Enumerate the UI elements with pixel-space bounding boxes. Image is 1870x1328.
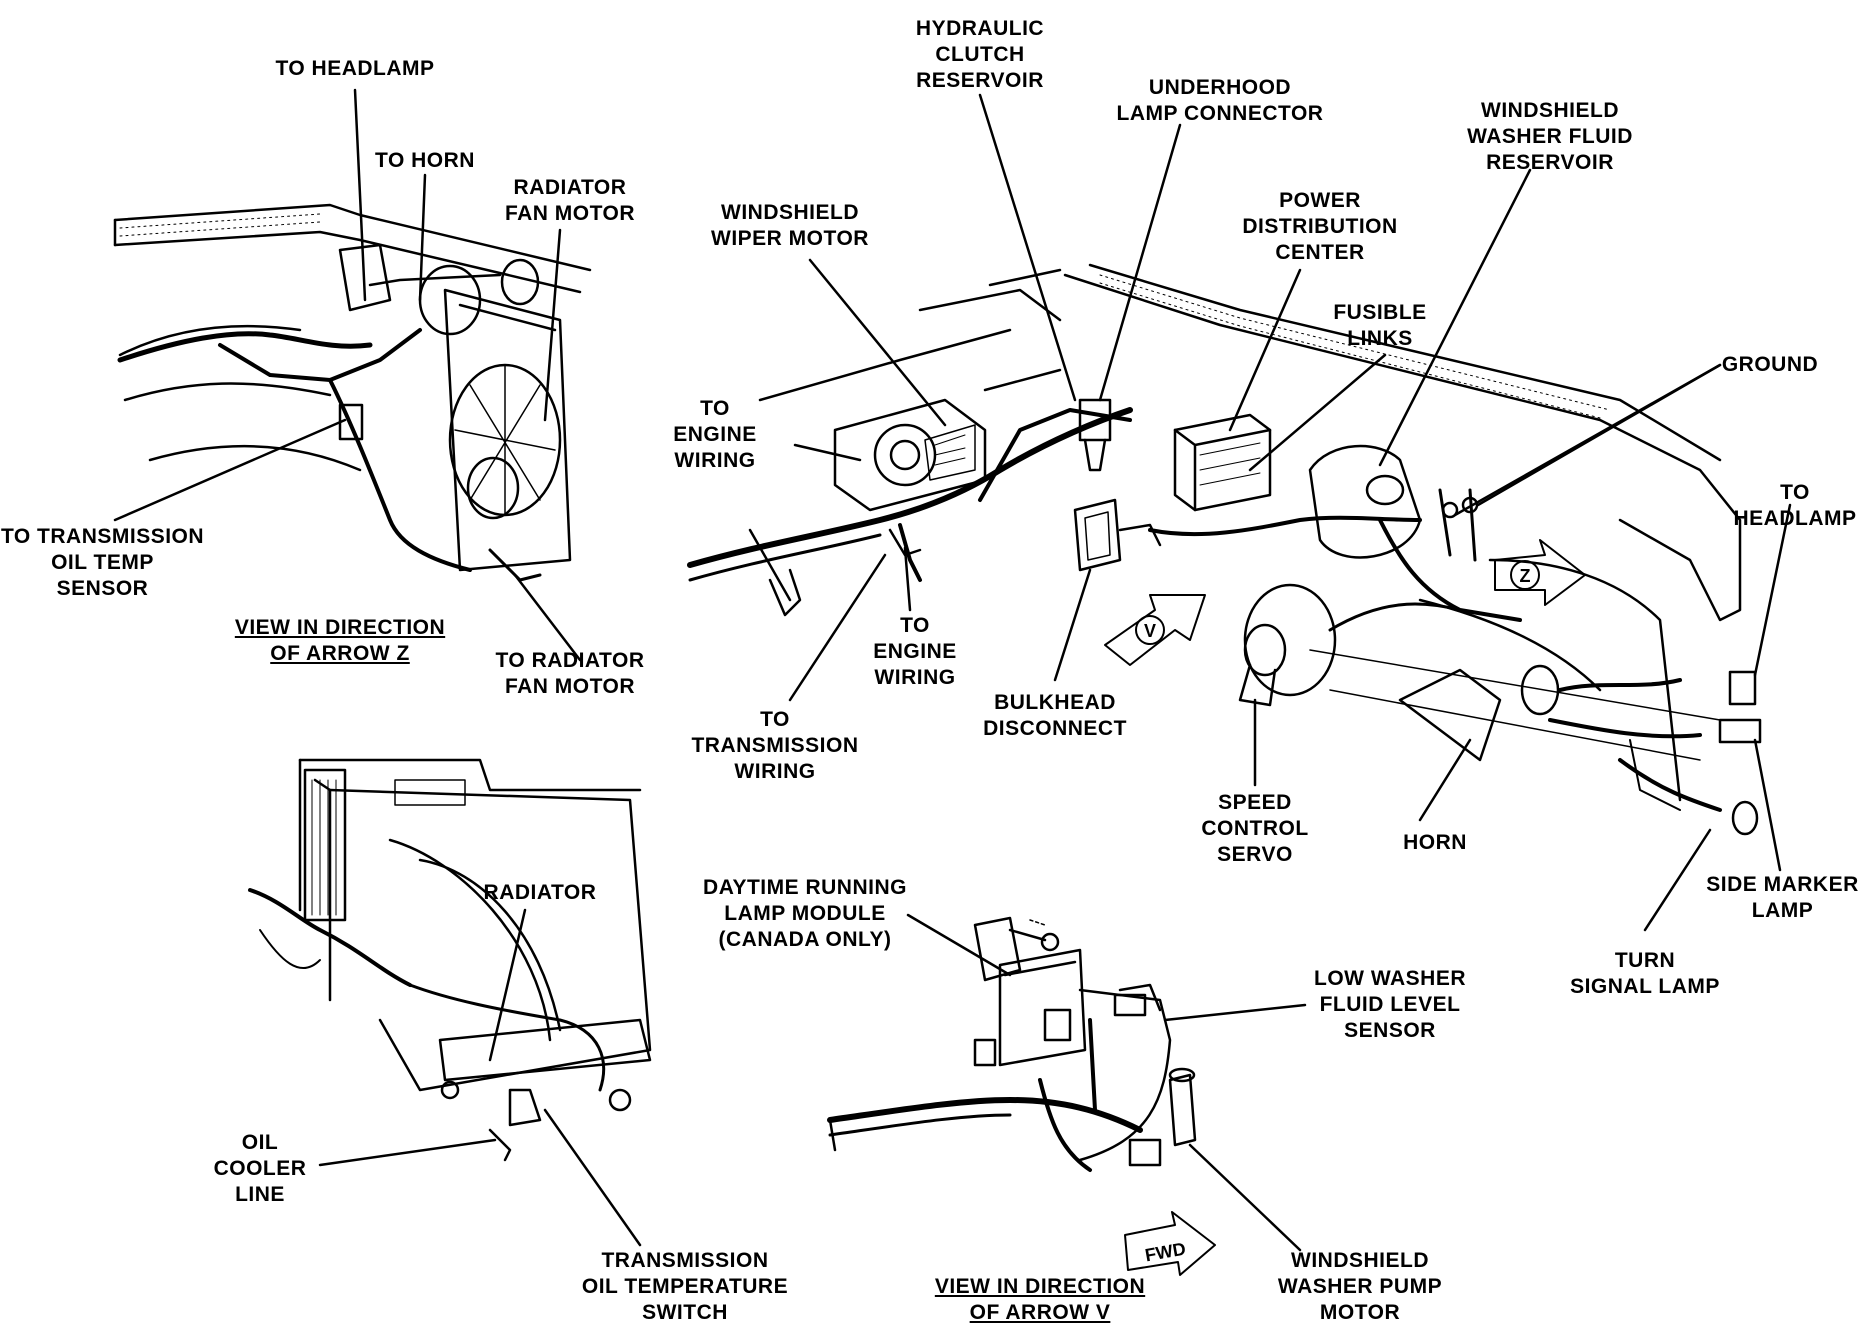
label-side-marker-lamp: SIDE MARKER LAMP bbox=[1706, 873, 1859, 922]
detail-view-v bbox=[827, 916, 1197, 1172]
label-underhood-lamp-connector: UNDERHOOD LAMP CONNECTOR bbox=[1116, 76, 1324, 125]
label-transmission-oil-temperature-switch: TRANSMISSION OIL TEMPERATURE SWITCH bbox=[581, 1249, 789, 1324]
leader-lines-view-v bbox=[906, 913, 1307, 1252]
detail-view-z bbox=[113, 203, 592, 582]
label-to-horn: TO HORN bbox=[375, 149, 475, 172]
label-to-transmission-wiring: TO TRANSMISSION WIRING bbox=[691, 708, 859, 783]
label-speed-control-servo: SPEED CONTROL SERVO bbox=[1201, 791, 1309, 866]
label-to-radiator-fan-motor: TO RADIATOR FAN MOTOR bbox=[495, 649, 645, 698]
label-view-in-direction-arrow-z: VIEW IN DIRECTION OF ARROW Z bbox=[234, 616, 446, 665]
label-view-in-direction-arrow-v: VIEW IN DIRECTION OF ARROW V bbox=[934, 1275, 1146, 1324]
label-oil-cooler-line: OIL COOLER LINE bbox=[213, 1131, 307, 1206]
arrow-z-letter: Z bbox=[1520, 566, 1531, 586]
label-fusible-links: FUSIBLE LINKS bbox=[1333, 301, 1427, 350]
label-hydraulic-clutch-reservoir: HYDRAULIC CLUTCH RESERVOIR bbox=[915, 17, 1045, 92]
label-to-transmission-oil-temp-sensor: TO TRANSMISSION OIL TEMP SENSOR bbox=[0, 525, 205, 600]
label-windshield-wiper-motor: WINDSHIELD WIPER MOTOR bbox=[711, 201, 869, 250]
label-radiator: RADIATOR bbox=[483, 881, 597, 904]
leader-lines-main bbox=[748, 93, 1792, 932]
label-to-engine-wiring-center: TO ENGINE WIRING bbox=[873, 614, 957, 689]
detail-radiator bbox=[248, 758, 652, 1162]
direction-arrows bbox=[1104, 539, 1586, 1276]
label-to-headlamp-right: TO HEADLAMP bbox=[1733, 481, 1857, 530]
label-daytime-running-lamp-module: DAYTIME RUNNING LAMP MODULE (CANADA ONLY… bbox=[703, 876, 907, 951]
label-windshield-washer-fluid-reservoir: WINDSHIELD WASHER FLUID RESERVOIR bbox=[1467, 99, 1633, 174]
label-radiator-fan-motor: RADIATOR FAN MOTOR bbox=[504, 176, 636, 225]
label-ground: GROUND bbox=[1721, 353, 1819, 376]
label-horn: HORN bbox=[1403, 831, 1467, 854]
label-to-engine-wiring-left: TO ENGINE WIRING bbox=[673, 397, 757, 472]
label-to-headlamp-top: TO HEADLAMP bbox=[275, 57, 435, 80]
label-power-distribution-center: POWER DISTRIBUTION CENTER bbox=[1242, 189, 1398, 264]
arrow-v-letter: V bbox=[1144, 621, 1156, 641]
leader-lines-radiator bbox=[318, 908, 642, 1247]
engine-bay-main-view bbox=[687, 263, 1762, 836]
arrow-fwd-letter: FWD bbox=[1143, 1239, 1187, 1266]
label-turn-signal-lamp: TURN SIGNAL LAMP bbox=[1570, 949, 1720, 998]
leader-lines-view-z bbox=[113, 88, 582, 662]
label-windshield-washer-pump-motor: WINDSHIELD WASHER PUMP MOTOR bbox=[1277, 1249, 1443, 1324]
label-bulkhead-disconnect: BULKHEAD DISCONNECT bbox=[983, 691, 1127, 740]
label-low-washer-fluid-level-sensor: LOW WASHER FLUID LEVEL SENSOR bbox=[1314, 967, 1466, 1042]
